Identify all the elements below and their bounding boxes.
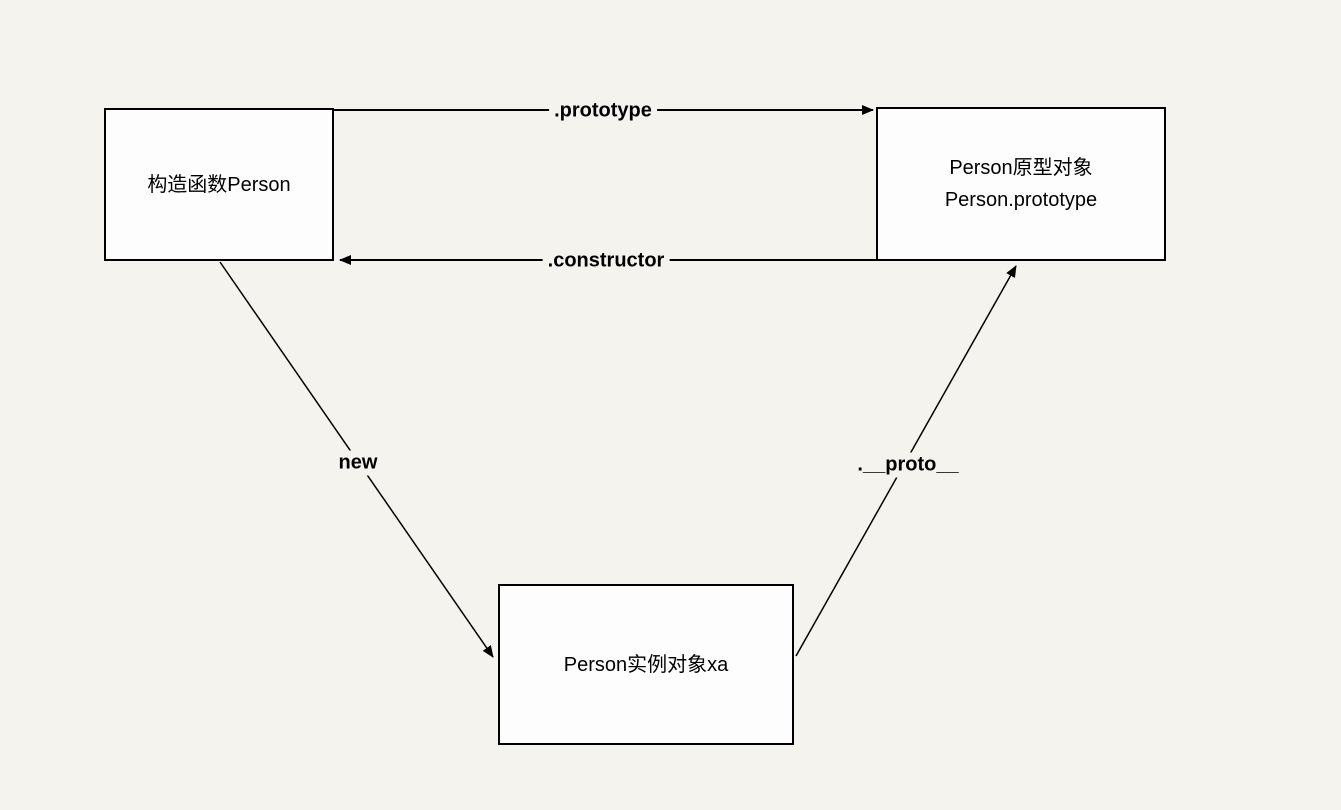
node-instance-object-label: Person实例对象xa xyxy=(563,653,729,676)
node-prototype-object: Person原型对象 Person.prototype xyxy=(876,107,1166,261)
node-prototype-object-title: Person原型对象 xyxy=(949,157,1093,179)
edge-label-proto: .__proto__ xyxy=(852,452,964,478)
edge-label-new: new xyxy=(333,450,383,476)
node-instance-object: Person实例对象xa xyxy=(498,584,794,745)
edge-label-constructor: .constructor xyxy=(542,248,670,274)
edge-label-prototype: .prototype xyxy=(549,98,657,124)
node-constructor-function-label: 构造函数Person xyxy=(147,173,291,196)
node-prototype-object-subtitle: Person.prototype xyxy=(944,189,1098,211)
node-constructor-function: 构造函数Person xyxy=(104,108,334,261)
